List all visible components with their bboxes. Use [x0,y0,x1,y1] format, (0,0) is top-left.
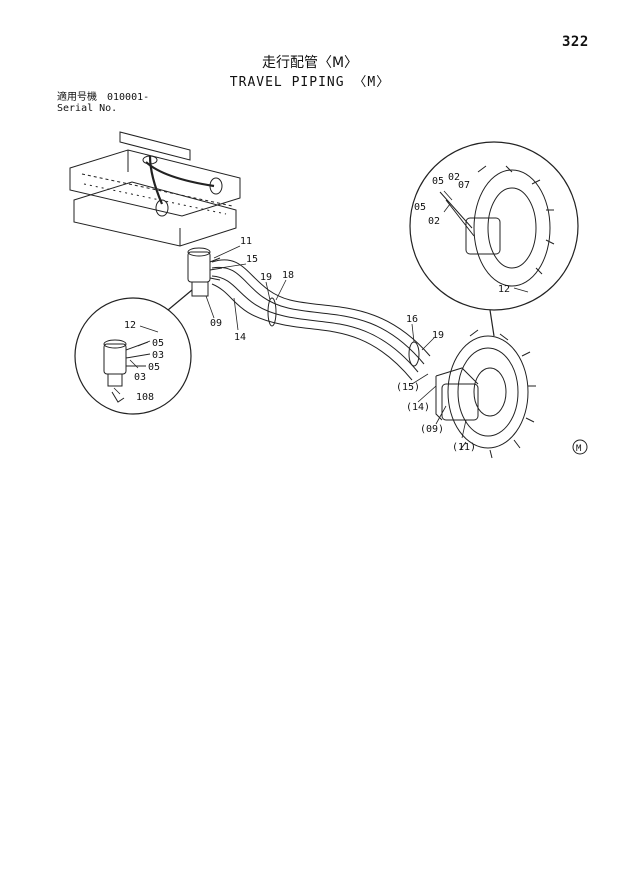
title-japanese: 走行配管〈M〉 [261,55,359,71]
right-callout-05-b: 05 [414,202,426,213]
callout-14-paren: (14) [406,402,430,413]
left-callout-03-b: 03 [134,372,146,383]
callout-19-lower: 19 [432,330,444,341]
callout-09: 09 [210,318,222,329]
model-mark: M [572,439,588,455]
callout-18: 18 [282,270,294,281]
travel-hoses [211,259,431,381]
undercarriage-overview [69,131,241,247]
right-detail-circle [409,141,579,337]
left-detail-circle [74,289,193,415]
callout-16: 16 [406,314,418,325]
left-callout-03-a: 03 [152,350,164,361]
callout-09-paren: (09) [420,424,444,435]
left-callout-108: 108 [136,392,154,403]
serial-label-jp: 適用号機 [57,92,97,103]
callout-19-upper: 19 [260,272,272,283]
serial-block: 適用号機 010001- Serial No. [57,92,149,114]
left-callout-12: 12 [124,320,136,331]
center-joint [187,247,223,297]
serial-from: 010001- [107,92,150,103]
callout-11: 11 [240,236,252,247]
right-callout-02-b: 02 [428,216,440,227]
travel-motor-sprocket [435,329,536,459]
title-english: TRAVEL PIPING 〈M〉 [229,75,391,90]
callout-15: 15 [246,254,258,265]
left-callout-05-b: 05 [148,362,160,373]
callout-11-paren: (11) [452,442,476,453]
right-callout-07: 07 [458,180,470,191]
right-callout-05-a: 05 [432,176,444,187]
callout-15-paren: (15) [396,382,420,393]
right-callout-02-a: 02 [448,172,460,183]
left-callout-05-a: 05 [152,338,164,349]
page-number: 322 [562,34,589,50]
model-mark-letter: M [576,444,582,454]
serial-label-en: Serial No. [57,103,118,114]
right-callout-12: 12 [498,284,510,295]
leader-lines [113,190,529,439]
callout-14: 14 [234,332,246,343]
